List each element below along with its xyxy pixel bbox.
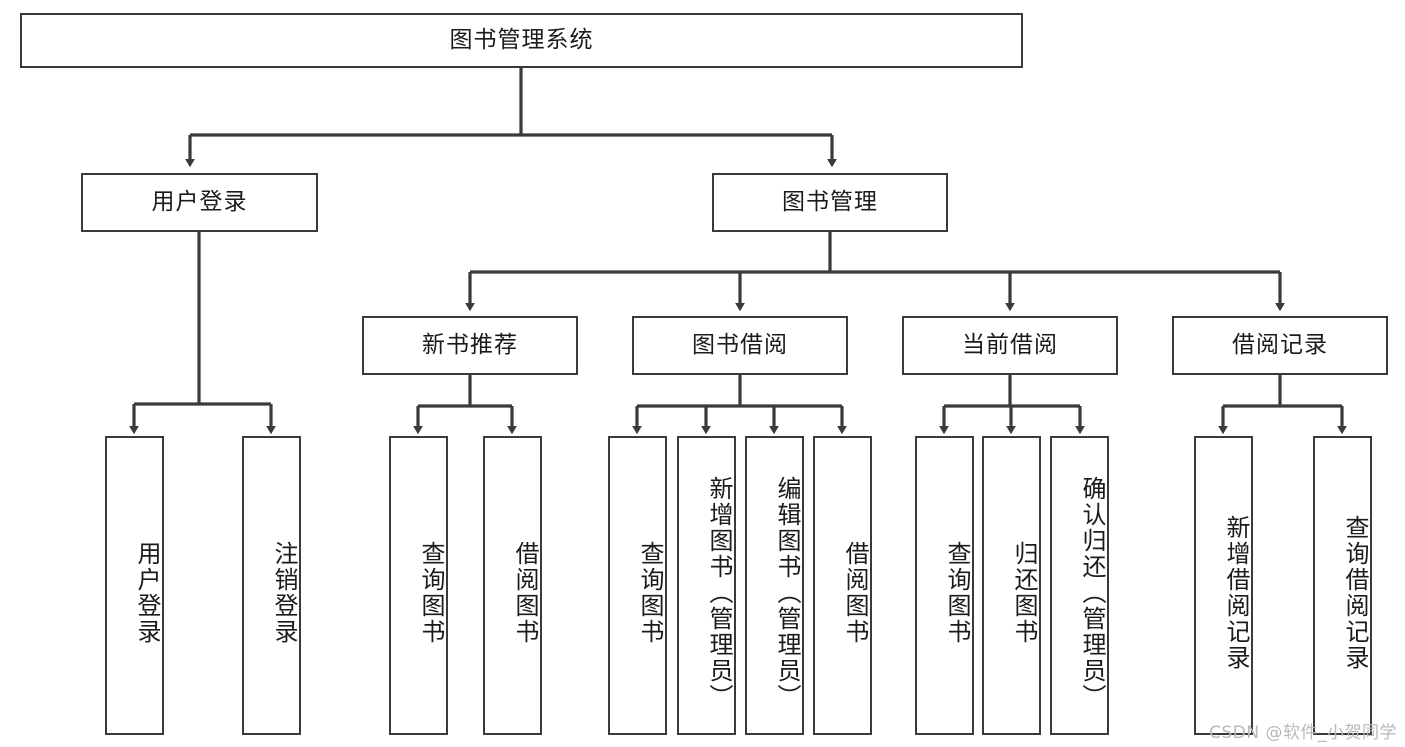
- node-book-borrow[interactable]: 图书借阅: [632, 316, 848, 375]
- leaf-new-book-query-book[interactable]: 查询图书: [389, 436, 448, 735]
- node-current-borrow[interactable]: 当前借阅: [902, 316, 1118, 375]
- leaf-user-login-logout[interactable]: 注销登录: [242, 436, 301, 735]
- leaf-borrow-record-query-record[interactable]: 查询借阅记录: [1313, 436, 1372, 735]
- leaf-user-login-login[interactable]: 用户登录: [105, 436, 164, 735]
- csdn-watermark: CSDN @软件_小贺同学: [1209, 723, 1397, 743]
- leaf-book-borrow-add-book[interactable]: 新增图书（管理员）: [677, 436, 736, 735]
- leaf-book-borrow-edit-book[interactable]: 编辑图书（管理员）: [745, 436, 804, 735]
- node-book-management[interactable]: 图书管理: [712, 173, 948, 232]
- leaf-current-borrow-confirm-return[interactable]: 确认归还（管理员）: [1050, 436, 1109, 735]
- leaf-current-borrow-query-book[interactable]: 查询图书: [915, 436, 974, 735]
- leaf-borrow-record-add-record[interactable]: 新增借阅记录: [1194, 436, 1253, 735]
- leaf-book-borrow-borrow-book[interactable]: 借阅图书: [813, 436, 872, 735]
- leaf-book-borrow-query-book[interactable]: 查询图书: [608, 436, 667, 735]
- leaf-current-borrow-return-book[interactable]: 归还图书: [982, 436, 1041, 735]
- node-user-login[interactable]: 用户登录: [81, 173, 318, 232]
- node-new-book-recommend[interactable]: 新书推荐: [362, 316, 578, 375]
- node-borrow-record[interactable]: 借阅记录: [1172, 316, 1388, 375]
- node-root-system[interactable]: 图书管理系统: [20, 13, 1023, 68]
- leaf-new-book-borrow-book[interactable]: 借阅图书: [483, 436, 542, 735]
